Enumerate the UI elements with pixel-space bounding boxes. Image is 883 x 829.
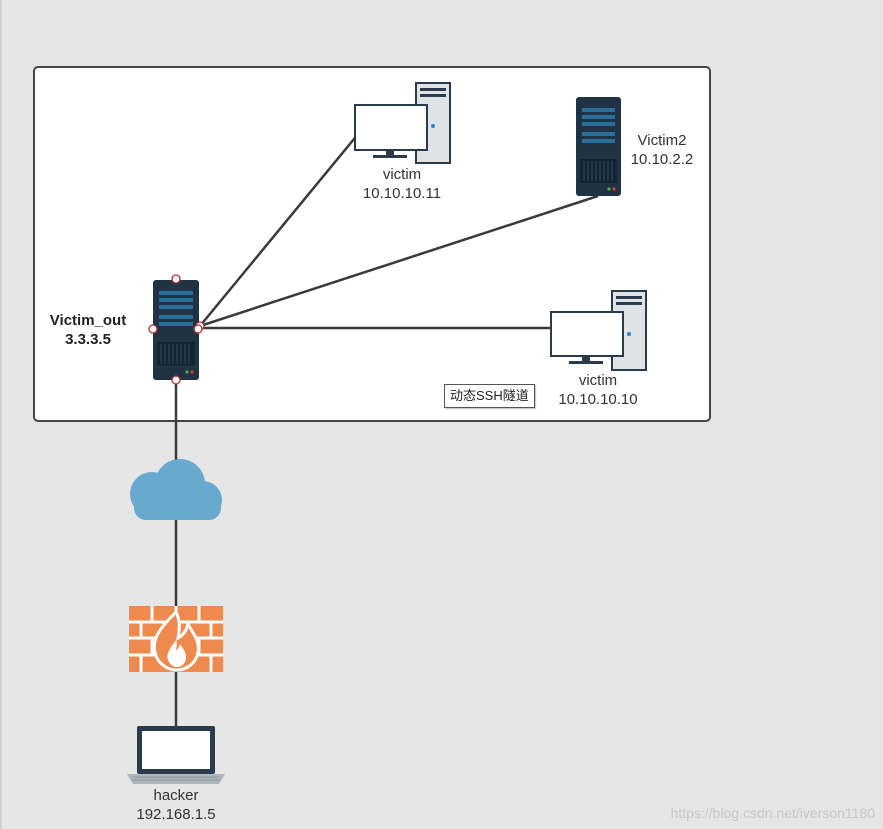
victim2-ip: 10.10.2.2 (630, 151, 694, 168)
desktop-pc-victim-10-icon[interactable] (550, 290, 647, 371)
victim-11-name: victim (382, 166, 422, 183)
link-victim-out-to-victim2[interactable] (199, 194, 599, 328)
firewall-icon[interactable] (129, 606, 223, 672)
hacker-name: hacker (153, 787, 199, 804)
selection-handles[interactable] (148, 274, 205, 385)
server-victim-out-icon[interactable] (148, 274, 205, 385)
link-victim-out-to-victim-11[interactable] (199, 121, 369, 327)
dynamic-ssh-tunnel-tooltip: 动态SSH隧道 (444, 384, 535, 408)
victim-out-name: Victim_out (49, 312, 127, 329)
watermark: https://blog.csdn.net/iverson1180 (670, 805, 875, 821)
victim2-name: Victim2 (637, 132, 687, 149)
cloud-internet-icon[interactable] (130, 459, 222, 520)
victim-10-ip: 10.10.10.10 (558, 391, 638, 408)
victim-out-ip: 3.3.3.5 (65, 331, 111, 348)
server-victim2-icon[interactable] (576, 97, 621, 196)
desktop-pc-victim-11-icon[interactable] (354, 82, 451, 164)
victim-10-name: victim (578, 372, 618, 389)
internal-network-group[interactable] (33, 66, 711, 422)
laptop-hacker-icon[interactable] (127, 726, 225, 784)
victim-11-ip: 10.10.10.11 (362, 185, 442, 202)
hacker-ip: 192.168.1.5 (136, 806, 216, 823)
